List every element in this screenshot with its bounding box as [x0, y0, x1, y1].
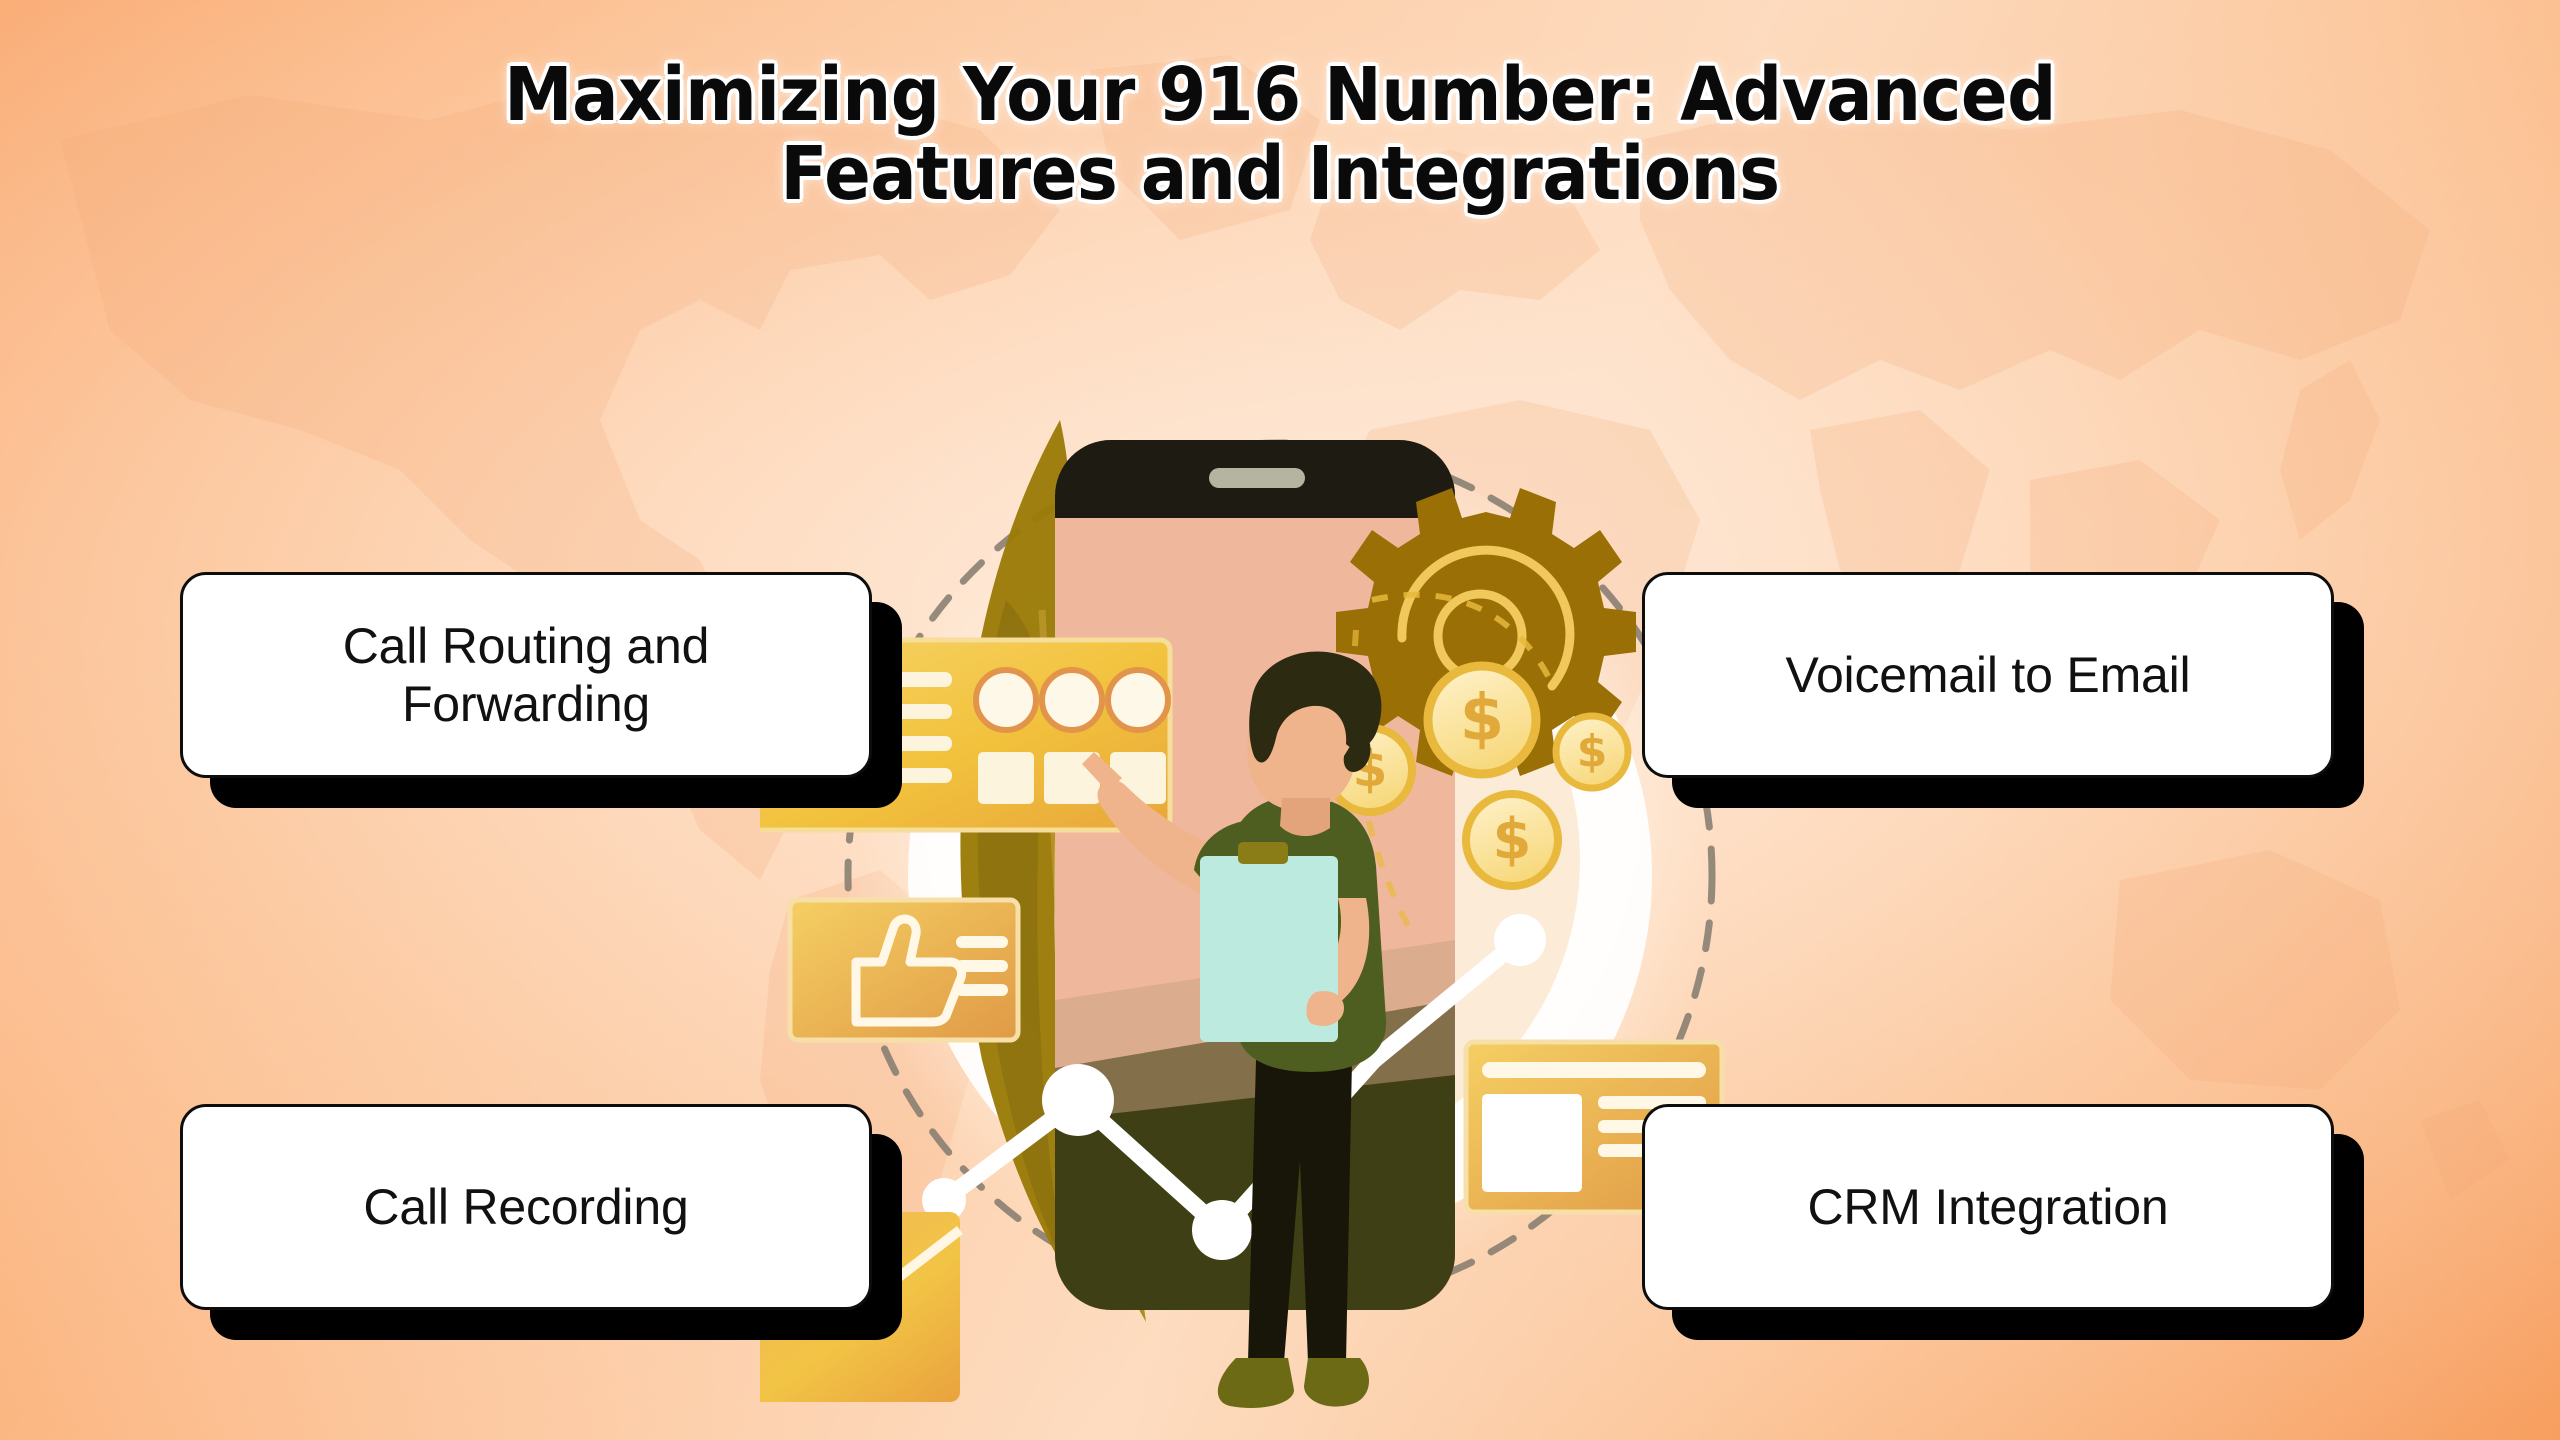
card-face[interactable]: Call Routing and Forwarding: [180, 572, 872, 778]
card-label: CRM Integration: [1807, 1179, 2169, 1235]
gear-icon: [1336, 488, 1636, 776]
thumbs-up-card: [787, 897, 1021, 1043]
gauge-dials: [973, 667, 1171, 733]
card-label: Call Recording: [363, 1179, 689, 1235]
clipboard: [1200, 842, 1338, 1042]
card-face[interactable]: Call Recording: [180, 1104, 872, 1310]
card-face[interactable]: Voicemail to Email: [1642, 572, 2334, 778]
feature-card-voicemail-to-email[interactable]: Voicemail to Email: [1642, 572, 2364, 808]
page-title-line-2: Features and Integrations: [780, 131, 1780, 218]
page-title-line-1: Maximizing Your 916 Number: Advanced: [504, 52, 2056, 138]
feature-card-call-routing-and-forwarding[interactable]: Call Routing and Forwarding: [180, 572, 902, 808]
svg-text:$: $: [1577, 726, 1608, 777]
svg-text:$: $: [1460, 682, 1505, 756]
dollar-coins: $ $ $ $: [1324, 661, 1632, 890]
feature-card-crm-integration[interactable]: CRM Integration: [1642, 1104, 2364, 1340]
person-with-clipboard: [1082, 651, 1387, 1409]
analytics-nodes: [922, 914, 1546, 1260]
svg-text:$: $: [1493, 807, 1532, 872]
card-face[interactable]: CRM Integration: [1642, 1104, 2334, 1310]
card-label: Call Routing and Forwarding: [342, 618, 710, 732]
card-label: Voicemail to Email: [1785, 647, 2191, 703]
feature-card-call-recording[interactable]: Call Recording: [180, 1104, 902, 1340]
page-title: Maximizing Your 916 Number: Advanced Fea…: [90, 52, 2471, 218]
dashed-gold-arc: [1371, 591, 1553, 682]
